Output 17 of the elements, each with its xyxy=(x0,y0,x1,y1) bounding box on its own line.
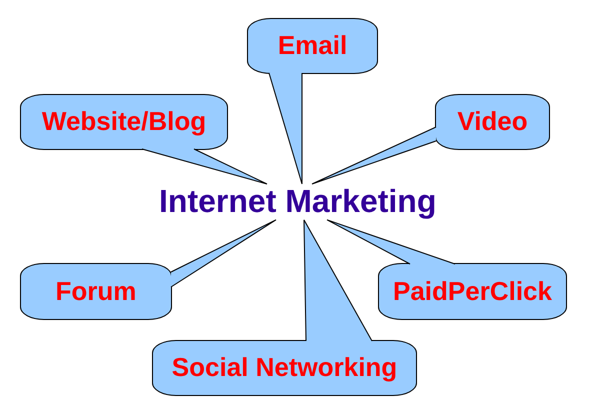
callout-pointer xyxy=(170,219,276,288)
callout-text: Social Networking xyxy=(172,353,398,383)
callout-text: Forum xyxy=(56,276,136,306)
callout-text: Video xyxy=(457,107,528,137)
callout-bubble xyxy=(152,340,417,396)
callout-text: PaidPerClick xyxy=(393,276,552,306)
callout-bubble xyxy=(435,94,550,150)
callout-text: Email xyxy=(278,31,348,61)
callout-pointer xyxy=(312,126,436,184)
callout-pointer xyxy=(142,148,268,184)
callout-text: Website/Blog xyxy=(42,107,206,137)
callout-pointer xyxy=(304,219,372,342)
callout-bubble xyxy=(20,263,172,320)
callout-pointer xyxy=(326,219,456,264)
central-topic-text: Internet Marketing xyxy=(159,184,436,220)
callout-pointer xyxy=(268,72,302,184)
callout-bubble xyxy=(378,263,567,320)
